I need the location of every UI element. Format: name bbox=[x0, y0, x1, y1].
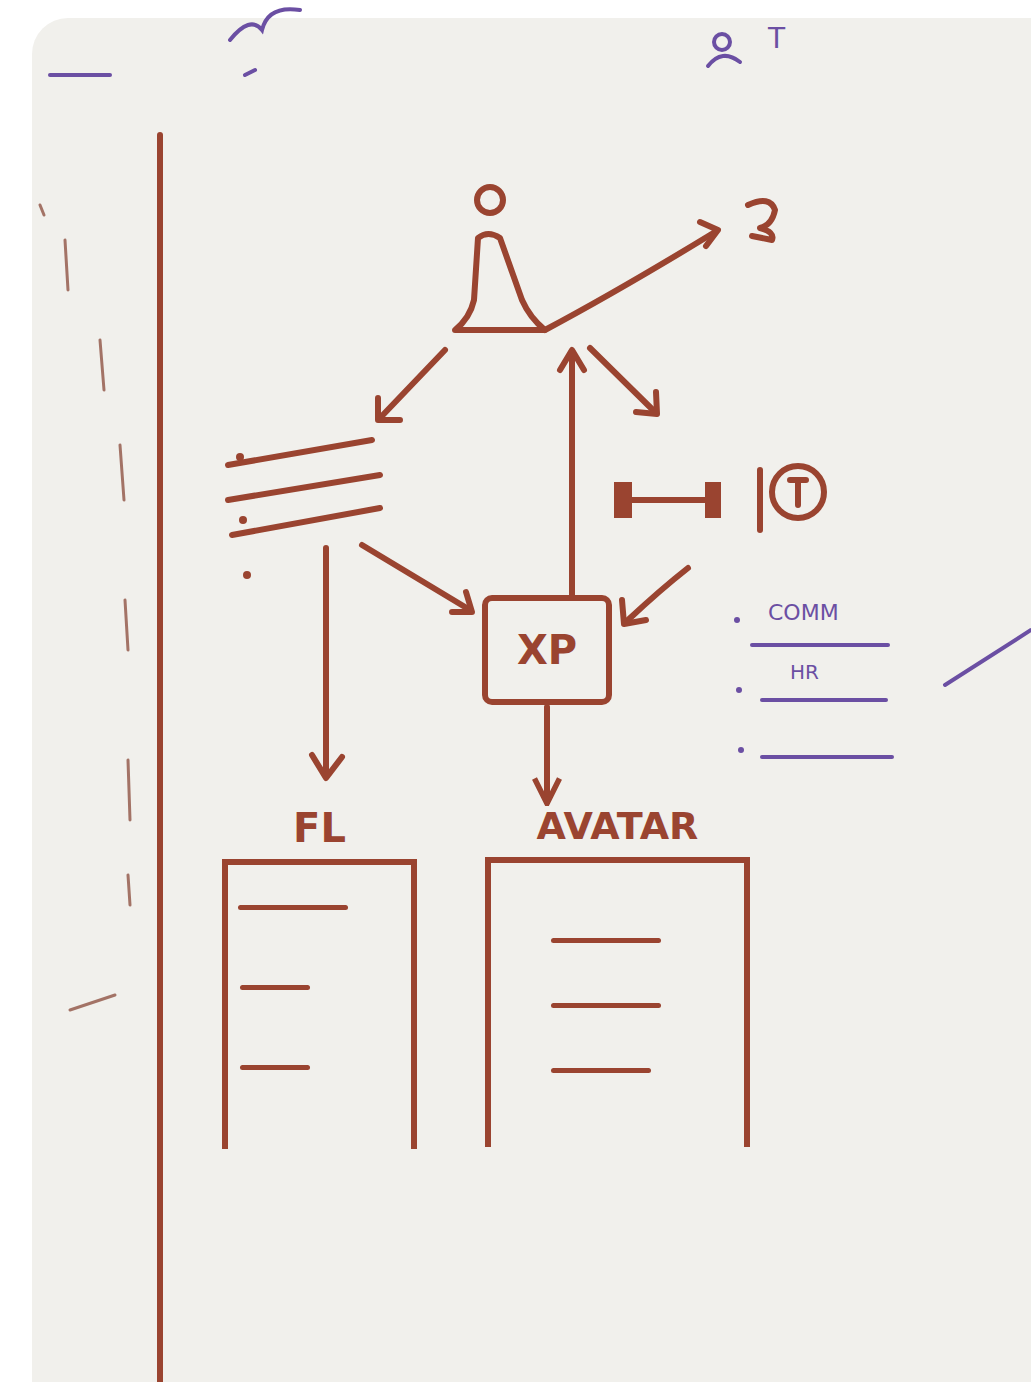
document-outline bbox=[222, 859, 417, 1149]
document-line bbox=[240, 1065, 310, 1070]
note-label: T bbox=[768, 22, 785, 55]
note-label: COMM bbox=[768, 600, 839, 625]
document-outline bbox=[485, 857, 750, 1147]
node-label: FL bbox=[222, 805, 417, 851]
node-label: XP bbox=[517, 627, 577, 673]
node-label: AVATAR bbox=[485, 805, 750, 849]
document-line bbox=[551, 1068, 651, 1073]
document-icon: AVATAR bbox=[485, 805, 750, 1147]
document-line bbox=[240, 985, 310, 990]
process-box: XP bbox=[482, 595, 612, 705]
document-line bbox=[551, 938, 661, 943]
document-icon: FL bbox=[222, 805, 417, 1149]
document-line bbox=[238, 905, 348, 910]
flow-arrow bbox=[544, 707, 550, 801]
note-label: HR bbox=[790, 660, 819, 684]
document-line bbox=[551, 1003, 661, 1008]
